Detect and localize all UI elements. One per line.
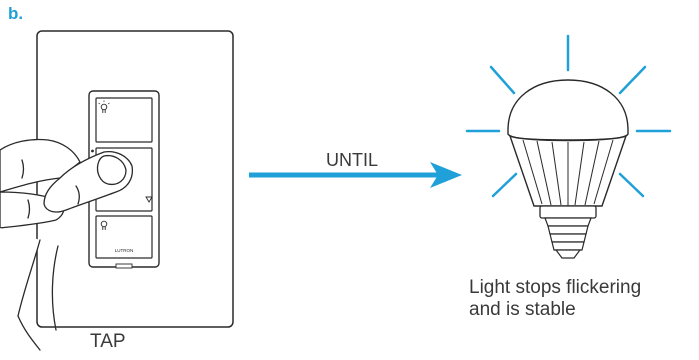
result-caption: Light stops flickering and is stable [469,277,699,321]
light-bulb-icon [465,34,672,259]
light-rays [465,34,672,198]
brand-logo: LUTRON [115,248,134,253]
hand [0,138,134,351]
arrow-caption: UNTIL [326,150,379,170]
light-bulb-on-icon [98,100,110,113]
result-caption-line-1: Light stops flickering [469,277,642,298]
result-caption-line-2: and is stable [469,299,576,320]
down-triangle-icon [145,196,153,203]
light-bulb-off-icon [100,220,108,230]
switch-caption: TAP [90,331,126,352]
step-label: b. [8,4,24,23]
until-arrow [249,162,462,188]
